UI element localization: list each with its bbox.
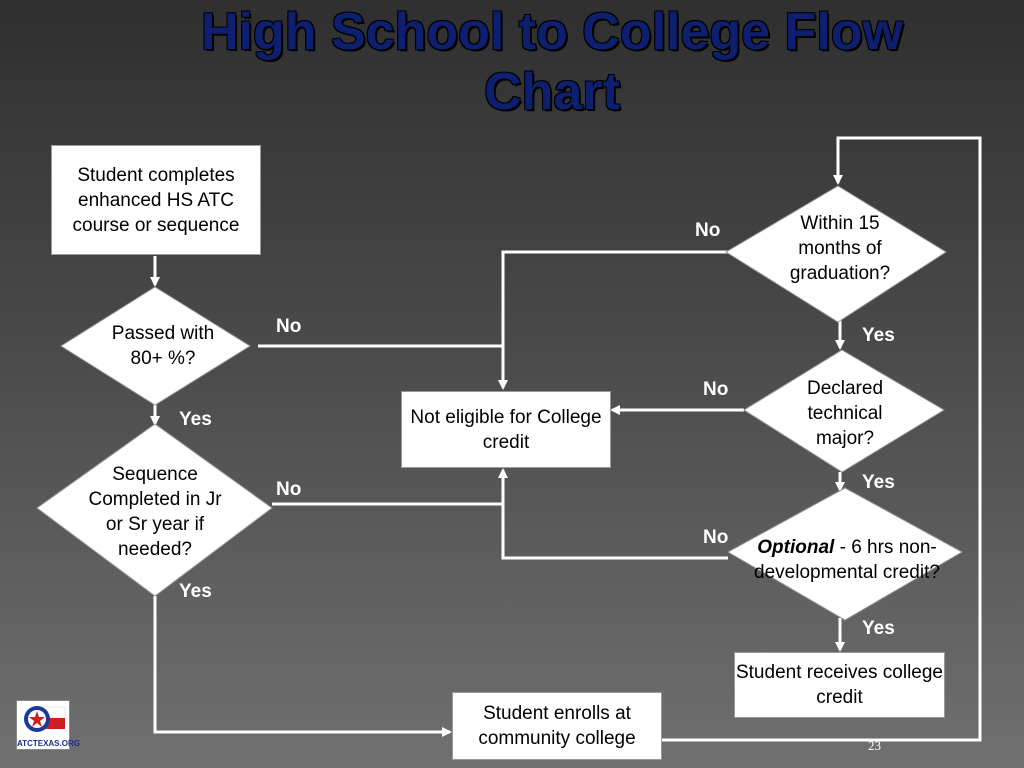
title-line-1: High School to College Flow <box>201 3 903 61</box>
node-not-eligible: Not eligible for College credit <box>401 391 611 468</box>
arrow-sequence-yes <box>153 596 452 737</box>
label-declared-no: No <box>703 379 729 400</box>
label-optional-no: No <box>703 527 729 548</box>
node-enrolls: Student enrolls at community college <box>452 692 662 760</box>
label-within15-yes: Yes <box>862 325 895 346</box>
node-receives-text: Student receives college credit <box>735 662 943 708</box>
label-passed-yes: Yes <box>179 409 212 430</box>
title-line-2: Chart <box>484 63 620 121</box>
label-passed-no: No <box>276 316 302 337</box>
optional-rest: - 6 hrs non-developmental credit? <box>754 537 940 583</box>
label-optional-yes: Yes <box>862 618 895 639</box>
texas-flag-star-icon <box>24 706 66 732</box>
node-not-eligible-text: Not eligible for College credit <box>410 406 602 453</box>
node-passed-text: Passed with 80+ %? <box>111 323 215 369</box>
label-sequence-yes: Yes <box>179 581 212 602</box>
node-passed: Passed with 80+ %? <box>95 321 231 371</box>
page-number: 23 <box>868 738 881 753</box>
slide-title: High School to College Flow Chart <box>0 2 1024 122</box>
atctexas-logo: ATCTEXAS.ORG <box>16 700 80 750</box>
node-enrolls-text: Student enrolls at community college <box>478 703 636 749</box>
optional-emphasis: Optional <box>757 537 835 558</box>
label-declared-yes: Yes <box>862 472 895 493</box>
node-declared: Declared technical major? <box>785 375 905 451</box>
node-start: Student completes enhanced HS ATC course… <box>51 145 261 255</box>
node-declared-text: Declared technical major? <box>806 377 884 449</box>
diamond-declared <box>743 349 945 473</box>
diamond-sequence <box>36 423 273 597</box>
diamond-passed <box>60 286 251 406</box>
node-within15-text: Within 15 months of graduation? <box>789 212 891 284</box>
label-within15-no: No <box>695 220 721 241</box>
diamond-optional <box>726 487 964 621</box>
node-within15: Within 15 months of graduation? <box>775 210 905 286</box>
node-optional: Optional - 6 hrs non-developmental credi… <box>752 522 942 598</box>
node-sequence-text: Sequence Completed in Jr or Sr year if n… <box>88 464 222 560</box>
diamond-within15 <box>725 185 947 323</box>
line-optional-no <box>501 504 728 560</box>
label-sequence-no: No <box>276 479 302 500</box>
node-sequence: Sequence Completed in Jr or Sr year if n… <box>80 462 230 562</box>
node-start-text: Student completes enhanced HS ATC course… <box>72 164 240 236</box>
arrow-loop-to-within15 <box>662 136 982 742</box>
node-optional-text: Optional - 6 hrs non-developmental credi… <box>752 535 942 585</box>
arrow-sequence-no <box>272 468 508 506</box>
node-receives: Student receives college credit <box>734 652 945 718</box>
logo-text: ATCTEXAS.ORG <box>17 739 80 748</box>
arrow-within15-no <box>498 250 728 390</box>
